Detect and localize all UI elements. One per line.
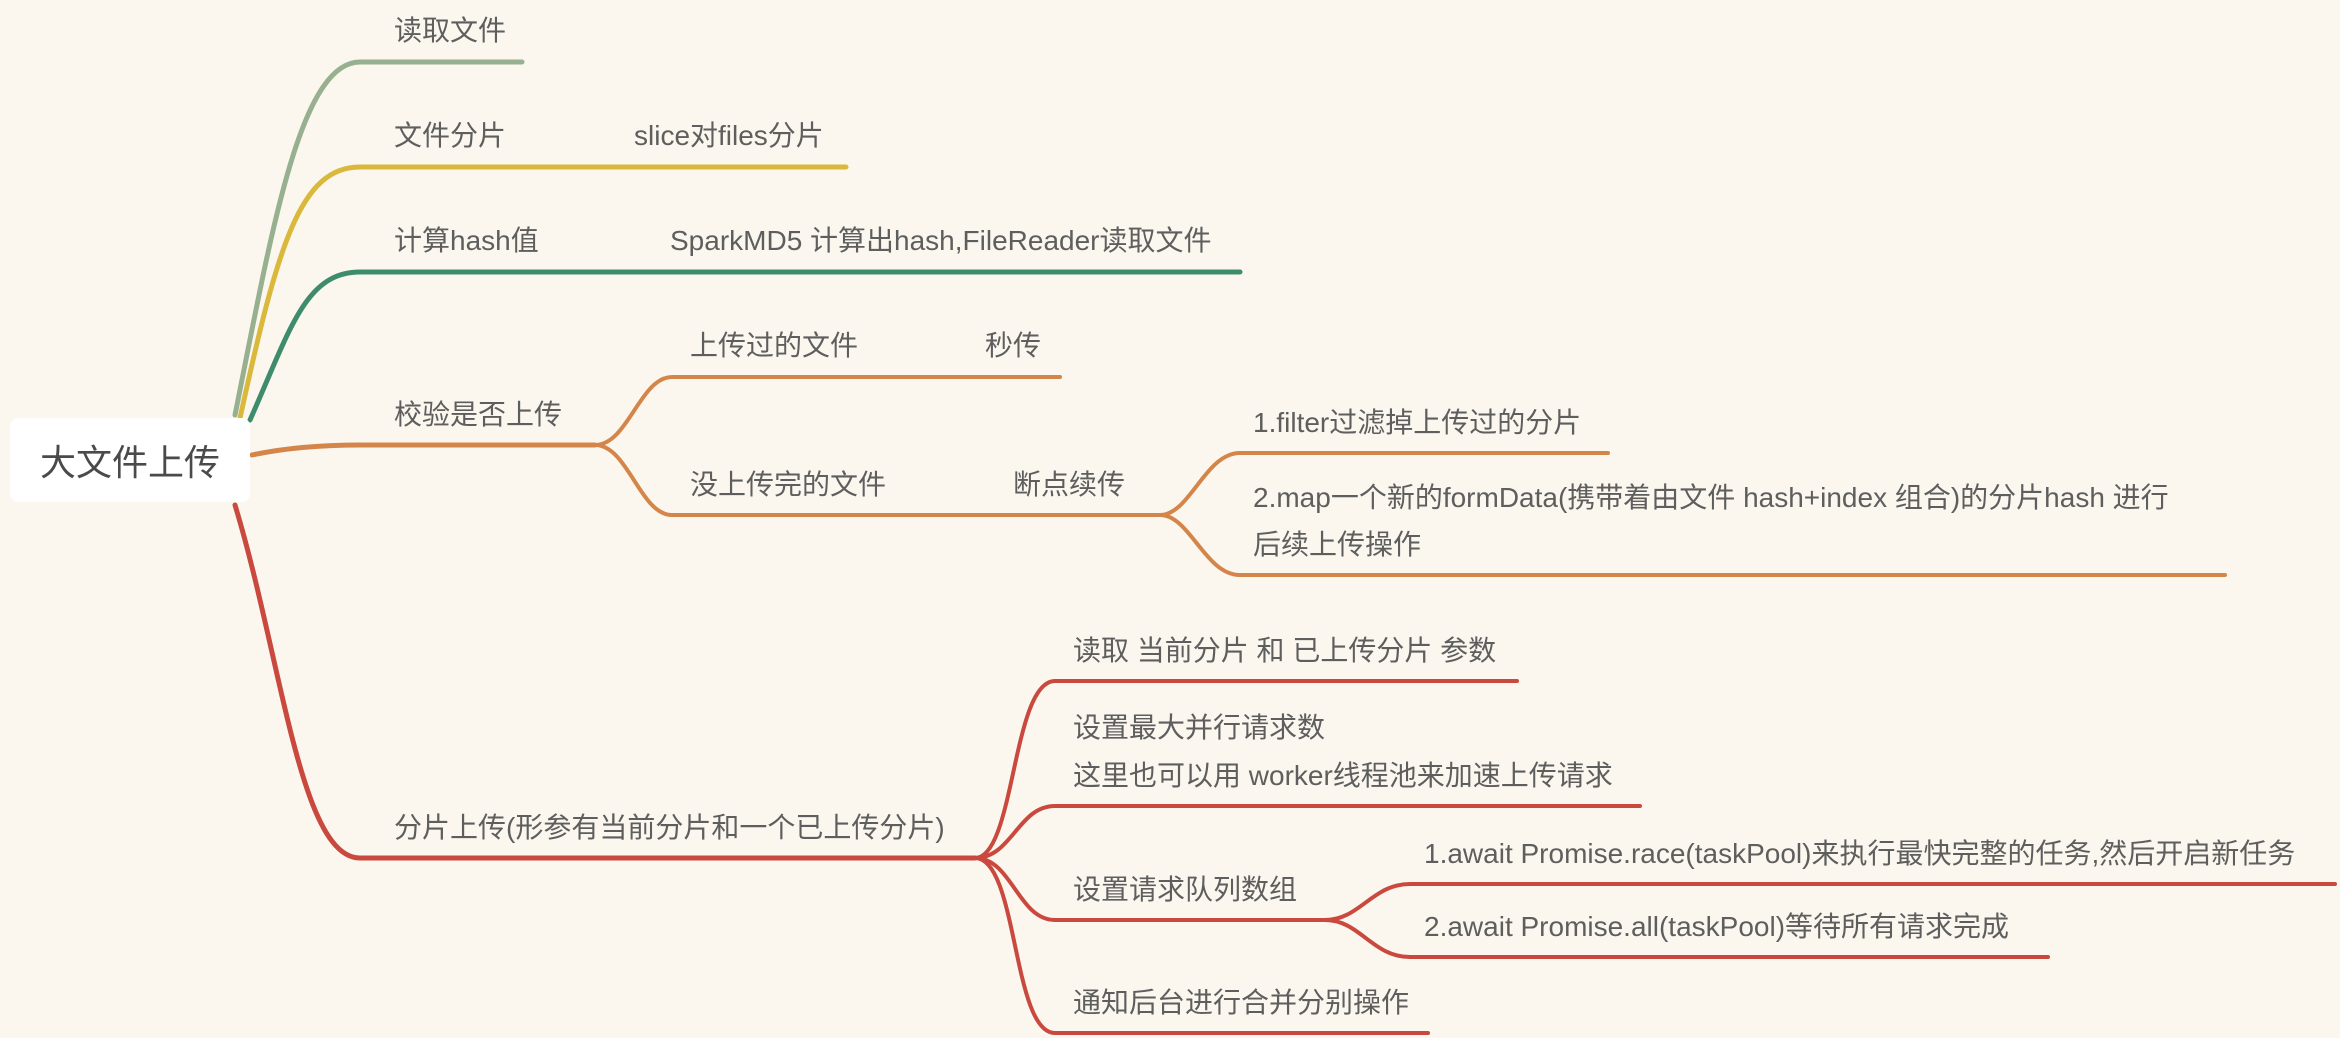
node-notify-merge[interactable]: 通知后台进行合并分别操作 (1073, 987, 1410, 1018)
node-worker-note: 这里也可以用 worker线程池来加速上传请求 (1073, 760, 1613, 791)
node-max-parallel[interactable]: 设置最大并行请求数 (1073, 712, 1326, 743)
node-step-map-cont: 后续上传操作 (1253, 529, 1422, 560)
node-read-params[interactable]: 读取 当前分片 和 已上传分片 参数 (1073, 635, 1497, 666)
node-slice-detail[interactable]: slice对files分片 (634, 120, 824, 151)
link-notify (973, 856, 1430, 1035)
node-uploaded-file[interactable]: 上传过的文件 (690, 330, 859, 361)
link-read-params (973, 679, 1519, 860)
link-read-file (232, 59, 525, 418)
link-step-filter (1158, 451, 1610, 517)
link-all (1323, 918, 2050, 959)
link-step-map (1158, 513, 2227, 577)
node-promise-all[interactable]: 2.await Promise.all(taskPool)等待所有请求完成 (1424, 911, 2010, 942)
link-hash (247, 269, 1243, 423)
node-request-queue[interactable]: 设置请求队列数组 (1073, 874, 1298, 905)
node-step-map[interactable]: 2.map一个新的formData(携带着由文件 hash+index 组合)的… (1253, 482, 2169, 513)
node-not-uploaded-file[interactable]: 没上传完的文件 (690, 469, 887, 500)
root-node[interactable]: 大文件上传 (10, 418, 250, 502)
node-verify[interactable]: 校验是否上传 (394, 399, 563, 430)
root-label: 大文件上传 (39, 442, 220, 483)
link-queue (973, 856, 1327, 922)
node-hash-detail[interactable]: SparkMD5 计算出hash,FileReader读取文件 (670, 225, 1212, 256)
node-instant-upload[interactable]: 秒传 (985, 330, 1042, 361)
link-chunk-upload (232, 502, 978, 861)
node-promise-race[interactable]: 1.await Promise.race(taskPool)来执行最快完整的任务… (1424, 838, 2296, 869)
node-resume-upload[interactable]: 断点续传 (1013, 469, 1126, 500)
node-read-file[interactable]: 读取文件 (394, 15, 507, 46)
node-chunk-upload[interactable]: 分片上传(形参有当前分片和一个已上传分片) (394, 812, 945, 843)
link-slice (237, 164, 849, 421)
link-max-parallel (973, 804, 1642, 860)
node-slice[interactable]: 文件分片 (394, 120, 507, 151)
link-verify (249, 442, 598, 458)
link-race (1323, 882, 2337, 922)
link-uploaded-file (593, 375, 1062, 447)
link-not-uploaded (593, 443, 1162, 517)
node-hash[interactable]: 计算hash值 (394, 225, 539, 256)
node-step-filter[interactable]: 1.filter过滤掉上传过的分片 (1253, 407, 1582, 438)
